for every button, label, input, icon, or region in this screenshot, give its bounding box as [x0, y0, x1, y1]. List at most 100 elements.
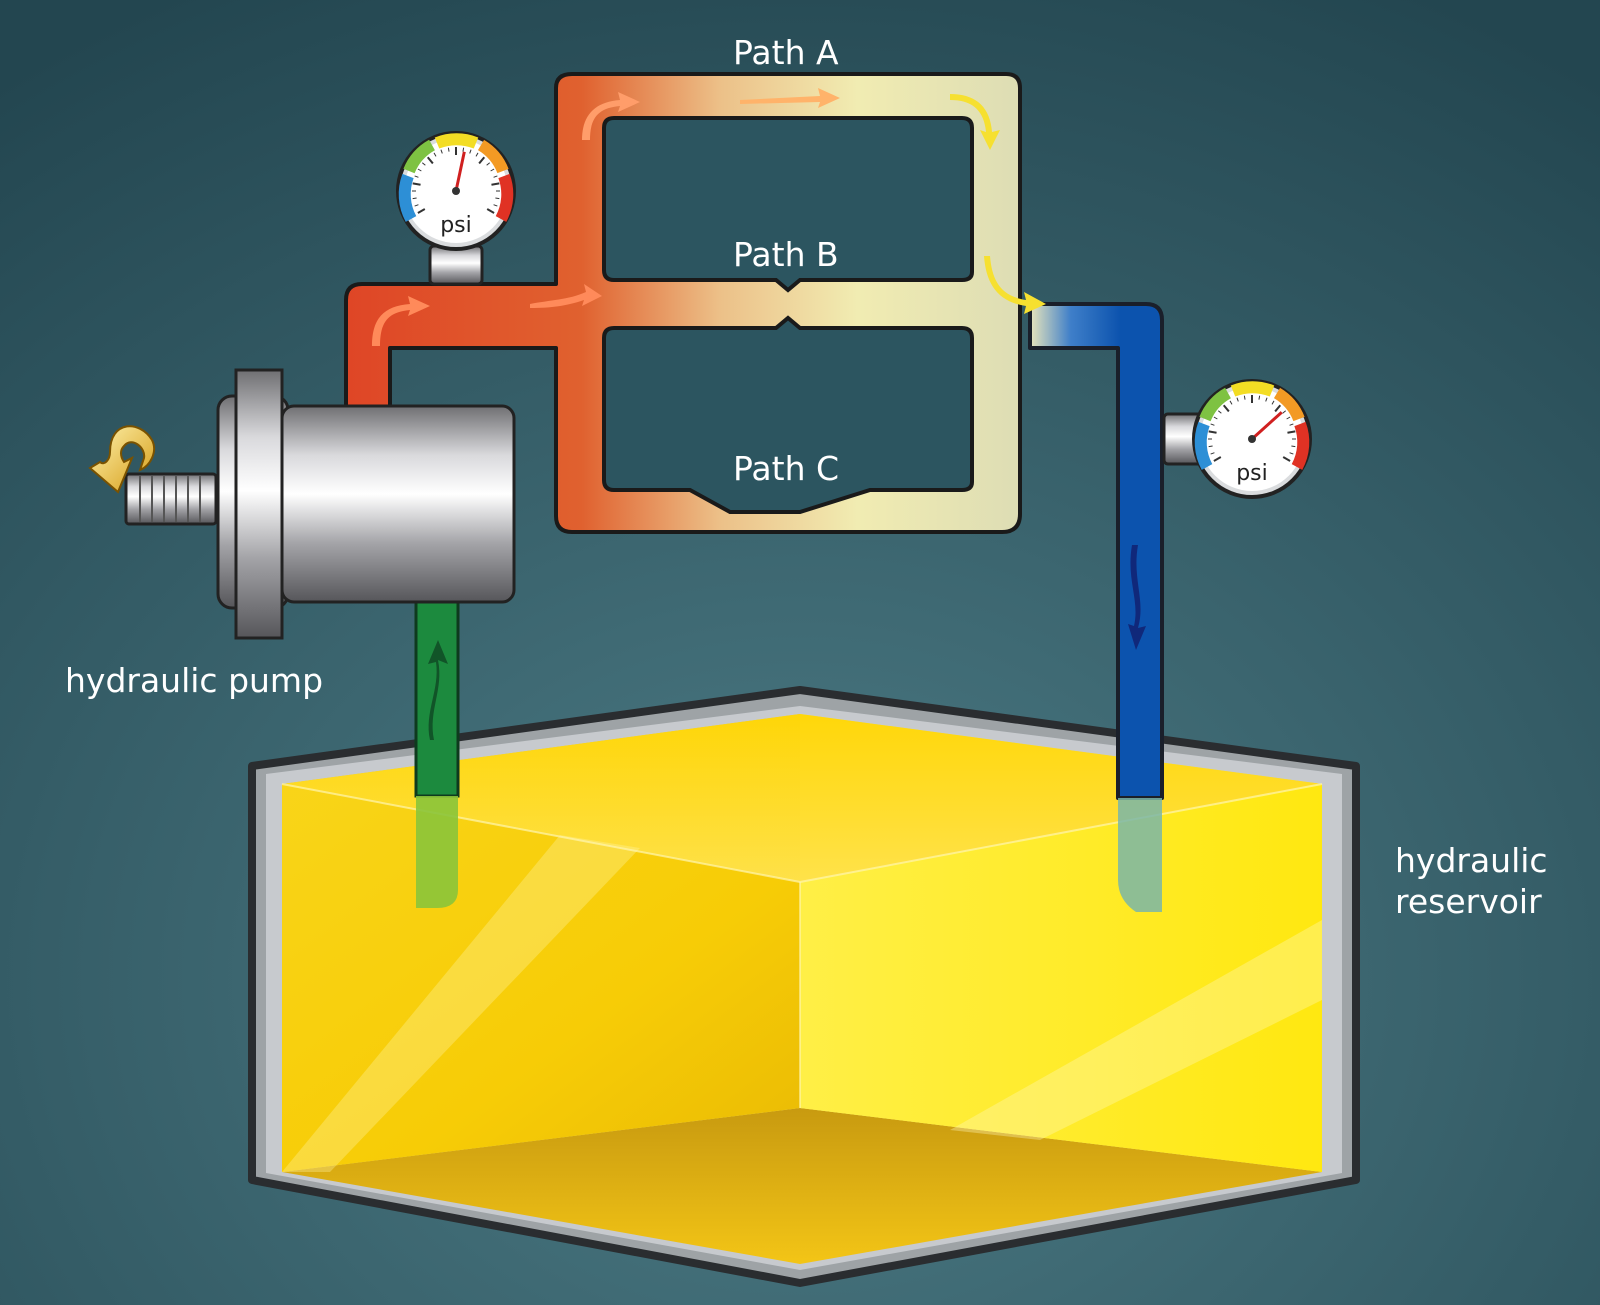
gauge-tick [1213, 416, 1218, 420]
gauge-scale-orange [1273, 387, 1305, 422]
gauge-tick [493, 204, 498, 207]
gauge-unit-label: psi [1236, 461, 1268, 486]
pressure-circuit [344, 72, 1046, 534]
gauge-scale-blue [1194, 421, 1213, 470]
hydraulic-reservoir-label: hydraulic reservoir [1395, 840, 1595, 923]
gauge-tick [433, 152, 437, 157]
pressure-gauge-left: psi [396, 131, 516, 286]
gauge-tick [486, 162, 491, 166]
gauge-tick [475, 152, 479, 157]
pump-mount-plate [234, 368, 284, 640]
gauge-tick [1282, 410, 1287, 414]
circuit-window-top [602, 116, 974, 293]
gauge-tick [469, 149, 472, 154]
flow-arrow-icon [984, 256, 1046, 314]
gauge-tick [1287, 430, 1296, 434]
gauge-tick [1210, 452, 1215, 455]
gauge-tick [412, 182, 421, 186]
gauge-tick [486, 208, 495, 214]
pressure-gauge-right: psi [1162, 379, 1312, 499]
gauge-tick [1289, 423, 1294, 426]
gauge-tick [491, 182, 500, 186]
gauge-needle [454, 151, 466, 192]
gauge-tick [478, 156, 486, 165]
gauge-tick [421, 162, 426, 166]
gauge-tick [1291, 445, 1296, 448]
gauge-tick [447, 147, 450, 152]
gauge-scale-yellow [434, 133, 479, 149]
gauge-tick [1208, 430, 1217, 434]
gauge-tick [1213, 456, 1222, 462]
gauge-tick [414, 175, 419, 178]
circuit-window-bottom [602, 315, 974, 514]
fluid-front-right [800, 784, 1322, 1172]
flow-arrow-icon [428, 640, 448, 740]
gauge-scale-green [1199, 387, 1232, 422]
gauge-tick [1271, 400, 1275, 405]
hydraulic-reservoir [248, 686, 1360, 1287]
gauge-scale-yellow [1230, 381, 1275, 397]
fluid-front-left [282, 784, 800, 1172]
path-c-label: Path C [733, 449, 840, 488]
gauge-tick [1236, 397, 1239, 402]
gauge-tick [1208, 445, 1213, 448]
gauge-tick [440, 149, 443, 154]
gauge-hub [452, 187, 460, 195]
flow-arrow-icon [740, 88, 840, 108]
gauge-tick [1222, 404, 1230, 413]
gauge-tick [1229, 400, 1233, 405]
fluid-highlight [950, 920, 1322, 1140]
gauge-tick [1258, 395, 1261, 400]
gauge-scale-green [403, 139, 436, 174]
gauge-tick [412, 197, 417, 200]
gauge-tick [1210, 423, 1215, 426]
hydraulic-pump-label: hydraulic pump [65, 661, 324, 700]
gauge-tick [414, 204, 419, 207]
gauge-ticks [1208, 395, 1296, 462]
fluid-highlight [282, 835, 640, 1172]
gauge-tick [417, 208, 426, 214]
rotation-arrow-icon [88, 425, 156, 494]
gauge-tick [1265, 397, 1268, 402]
gauge-scale-orange [477, 139, 509, 174]
return-line [1028, 302, 1164, 912]
gauge-tick [1286, 416, 1291, 420]
gauge-tick [1243, 395, 1246, 400]
gauge-ticks [412, 147, 500, 214]
pump-body [280, 404, 516, 604]
gauge-tick [493, 175, 498, 178]
flow-arrow-icon [950, 94, 1000, 150]
flow-arrow-icon [530, 284, 602, 308]
gauge-needle [1250, 411, 1283, 441]
gauge-scale-blue [398, 173, 417, 222]
reservoir-label-line-1: hydraulic [1395, 841, 1548, 880]
gauge-tick [490, 168, 495, 172]
flow-arrow-icon [582, 92, 640, 140]
gauge-tick [426, 156, 434, 165]
reservoir-label-line-2: reservoir [1395, 882, 1542, 922]
gauge-tick [1282, 456, 1291, 462]
gauge-hub [1248, 435, 1256, 443]
gauge-tick [1217, 410, 1222, 414]
path-a-label: Path A [733, 33, 839, 72]
pump-shaft [124, 472, 218, 526]
fluid-edge [281, 783, 801, 883]
gauge-tick [1274, 404, 1282, 413]
gauge-tick [462, 147, 465, 152]
gauge-stem [428, 244, 484, 286]
fluid-floor [282, 1108, 1322, 1264]
flow-arrow-icon [372, 296, 430, 346]
gauge-unit-label: psi [440, 213, 472, 238]
gauge-tick [495, 197, 500, 200]
gauge-scale-red [495, 173, 514, 222]
hydraulic-pump [88, 368, 516, 640]
gauge-tick [1289, 452, 1294, 455]
gauge-tick [417, 168, 422, 172]
fluid-edge [799, 783, 1323, 883]
suction-line [414, 594, 460, 908]
fluid-surface [282, 714, 1322, 882]
flow-arrow-icon [1128, 545, 1146, 650]
path-b-label: Path B [733, 235, 839, 274]
gauge-scale-red [1291, 421, 1310, 470]
